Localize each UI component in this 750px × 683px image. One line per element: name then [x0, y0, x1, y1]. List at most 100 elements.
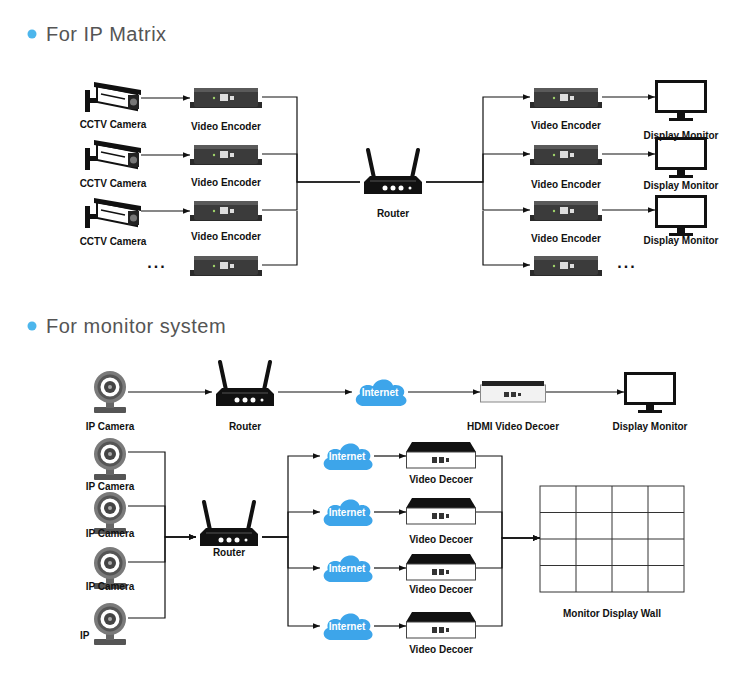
cctv-camera-icon	[85, 198, 141, 228]
display-wall-grid	[540, 486, 684, 592]
encoder-node: Video Encoder	[190, 141, 262, 190]
device-label: Video Encoder	[140, 176, 312, 190]
connector	[602, 153, 655, 154]
router-icon	[364, 150, 422, 194]
connector	[128, 506, 196, 537]
connector	[476, 538, 540, 626]
connector	[262, 154, 360, 182]
connector	[602, 96, 655, 97]
router-icon	[200, 502, 258, 546]
connector	[426, 154, 530, 182]
device-label: IP Camera	[42, 480, 178, 494]
connector	[426, 97, 530, 182]
device-label: CCTV Camera	[35, 235, 191, 249]
cloud-label: Internet	[320, 611, 374, 643]
device-label: Video Encoder	[140, 120, 312, 134]
encoder-node: Video Encoder	[190, 197, 262, 244]
encoder-icon	[190, 145, 262, 165]
connector	[262, 182, 360, 210]
internet-cloud: Internet	[320, 440, 374, 472]
connector	[128, 537, 196, 618]
encoder-node: Video Encoder	[190, 84, 262, 134]
connector	[141, 210, 190, 211]
device-label: Video Encoder	[480, 232, 652, 246]
connector	[128, 537, 196, 562]
encoder-icon	[530, 256, 602, 276]
device-label: Video Decoer	[356, 533, 526, 547]
internet-cloud: Internet	[320, 496, 374, 528]
device-label: IP Camera	[42, 527, 178, 541]
device-label: Display Monitor	[605, 234, 750, 248]
encoder-node: Video Encoder	[530, 84, 602, 132]
connector	[374, 625, 406, 626]
device-label: IP	[80, 629, 89, 643]
decoder-icon	[406, 612, 476, 638]
device-label: Video Decoer	[356, 583, 526, 597]
decoder-icon	[481, 381, 546, 402]
decoder-node: Video Decoer	[406, 496, 476, 547]
connector	[128, 391, 212, 392]
connector	[262, 537, 320, 626]
device-label: Router	[310, 207, 476, 221]
device-label: CCTV Camera	[35, 177, 191, 191]
router-node: Router	[196, 498, 262, 560]
connector	[374, 455, 406, 456]
connector	[128, 452, 196, 537]
device-label: Router	[146, 546, 312, 560]
monitor-node: Display Monitor	[655, 135, 707, 192]
ip-camera-icon	[94, 492, 126, 534]
monitor-node: Display Monitor	[624, 370, 676, 434]
ellipsis-mark: ...	[117, 252, 197, 273]
connector	[426, 182, 530, 210]
connector	[408, 391, 480, 392]
encoder-icon	[190, 256, 262, 276]
device-label: IP Camera	[42, 420, 178, 434]
decoder-node: Video Decoer	[406, 610, 476, 657]
section-heading: For IP Matrix	[46, 21, 167, 47]
encoder-node: Video Encoder	[530, 141, 602, 192]
ip-camera-icon	[94, 371, 126, 413]
connector	[262, 537, 320, 568]
connector	[602, 209, 655, 210]
monitor-icon	[657, 139, 706, 179]
camera-node: IP Camera	[92, 544, 128, 594]
connector	[476, 512, 540, 538]
device-label: HDMI Video Decoer	[430, 420, 596, 434]
encoder-icon	[530, 201, 602, 221]
connector	[141, 97, 190, 98]
internet-cloud: Internet	[320, 552, 374, 584]
monitor-icon	[626, 374, 675, 414]
encoder-node: Video Encoder	[530, 197, 602, 245]
device-label: Display Monitor	[605, 179, 750, 193]
connector	[262, 456, 320, 537]
internet-cloud: Internet	[320, 610, 374, 642]
device-label: Display Monitor	[605, 129, 750, 143]
cloud-label: Internet	[320, 441, 374, 473]
monitor-icon	[657, 197, 706, 237]
device-label: Router	[162, 420, 328, 434]
camera-node: IP Camera	[92, 435, 128, 493]
cctv-camera-icon	[85, 82, 141, 112]
monitor-icon	[657, 82, 706, 122]
connector	[374, 567, 406, 568]
camera-node: IP Camera	[92, 489, 128, 540]
decoder-node: Video Decoer	[406, 552, 476, 597]
cctv-camera-icon	[85, 140, 141, 170]
cloud-label: Internet	[320, 497, 374, 529]
bus-wire	[483, 211, 530, 265]
device-label: Monitor Display Wall	[490, 607, 734, 621]
decoder-icon	[406, 554, 476, 580]
router-node: Router	[212, 358, 278, 434]
camera-node: IP	[80, 600, 128, 646]
device-label: Display Monitor	[574, 420, 726, 434]
connector	[141, 154, 190, 155]
device-label: Video Decoer	[356, 643, 526, 657]
decoder-node: HDMI Video Decoer	[480, 379, 546, 434]
encoder-icon	[530, 145, 602, 165]
display-wall: Monitor Display Wall	[540, 486, 684, 620]
internet-cloud: Internet	[352, 376, 408, 408]
heading-bullet	[28, 322, 37, 331]
heading-bullet	[28, 30, 37, 39]
